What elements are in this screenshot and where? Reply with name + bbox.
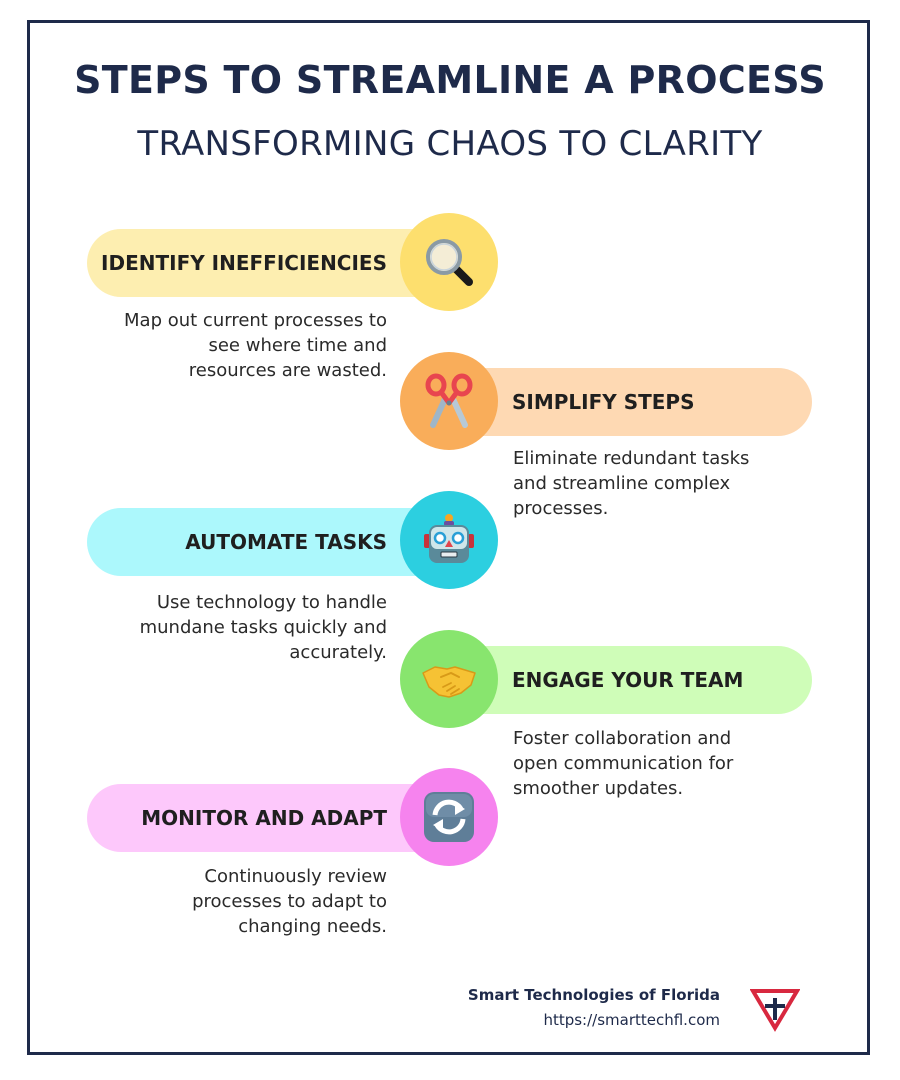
step-2-circle xyxy=(400,352,498,450)
step-4-circle xyxy=(400,630,498,728)
step-5-title: MONITOR AND ADAPT xyxy=(141,806,387,830)
footer-company-name: Smart Technologies of Florida xyxy=(467,986,720,1004)
step-1-description: Map out current processes to see where t… xyxy=(87,308,387,383)
refresh-arrows-icon xyxy=(424,792,474,842)
infographic-frame xyxy=(27,20,870,1055)
step-5-description-line: processes to adapt to xyxy=(192,891,387,912)
step-3-circle xyxy=(400,491,498,589)
step-1-circle xyxy=(400,213,498,311)
step-2-title: SIMPLIFY STEPS xyxy=(512,390,695,414)
step-3-description-line: mundane tasks quickly and xyxy=(139,617,387,638)
step-2-description-line: processes. xyxy=(513,498,609,519)
page-title: STEPS TO STREAMLINE A PROCESS xyxy=(74,58,826,102)
scissors-icon xyxy=(425,373,473,428)
step-5-circle xyxy=(400,768,498,866)
step-2-description: Eliminate redundant tasks and streamline… xyxy=(513,446,773,521)
step-1-description-line: see where time and xyxy=(208,335,387,356)
step-1-description-line: Map out current processes to xyxy=(124,310,387,331)
step-3-description: Use technology to handle mundane tasks q… xyxy=(87,590,387,665)
handshake-icon xyxy=(422,666,476,698)
robot-icon xyxy=(424,514,474,563)
step-4-description-line: Foster collaboration and xyxy=(513,728,732,749)
step-1-title: IDENTIFY INEFFICIENCIES xyxy=(101,251,387,275)
footer-url-link[interactable]: https://smarttechfl.com xyxy=(543,1011,720,1029)
step-5-description-line: Continuously review xyxy=(204,866,387,887)
step-3-description-line: accurately. xyxy=(289,642,387,663)
step-3-description-line: Use technology to handle xyxy=(156,592,387,613)
step-2-description-line: Eliminate redundant tasks xyxy=(513,448,750,469)
page-subtitle: TRANSFORMING CHAOS TO CLARITY xyxy=(137,124,763,164)
magnifying-glass-icon xyxy=(426,239,473,286)
smart-tech-logo-icon xyxy=(750,989,800,1032)
step-4-title: ENGAGE YOUR TEAM xyxy=(512,668,744,692)
step-1-description-line: resources are wasted. xyxy=(188,360,387,381)
step-2-description-line: and streamline complex xyxy=(513,473,731,494)
step-5-description-line: changing needs. xyxy=(238,916,387,937)
step-3-title: AUTOMATE TASKS xyxy=(185,530,387,554)
step-4-description-line: smoother updates. xyxy=(513,778,684,799)
step-5-description: Continuously review processes to adapt t… xyxy=(87,864,387,939)
step-4-description: Foster collaboration and open communicat… xyxy=(513,726,773,801)
step-4-description-line: open communication for xyxy=(513,753,734,774)
